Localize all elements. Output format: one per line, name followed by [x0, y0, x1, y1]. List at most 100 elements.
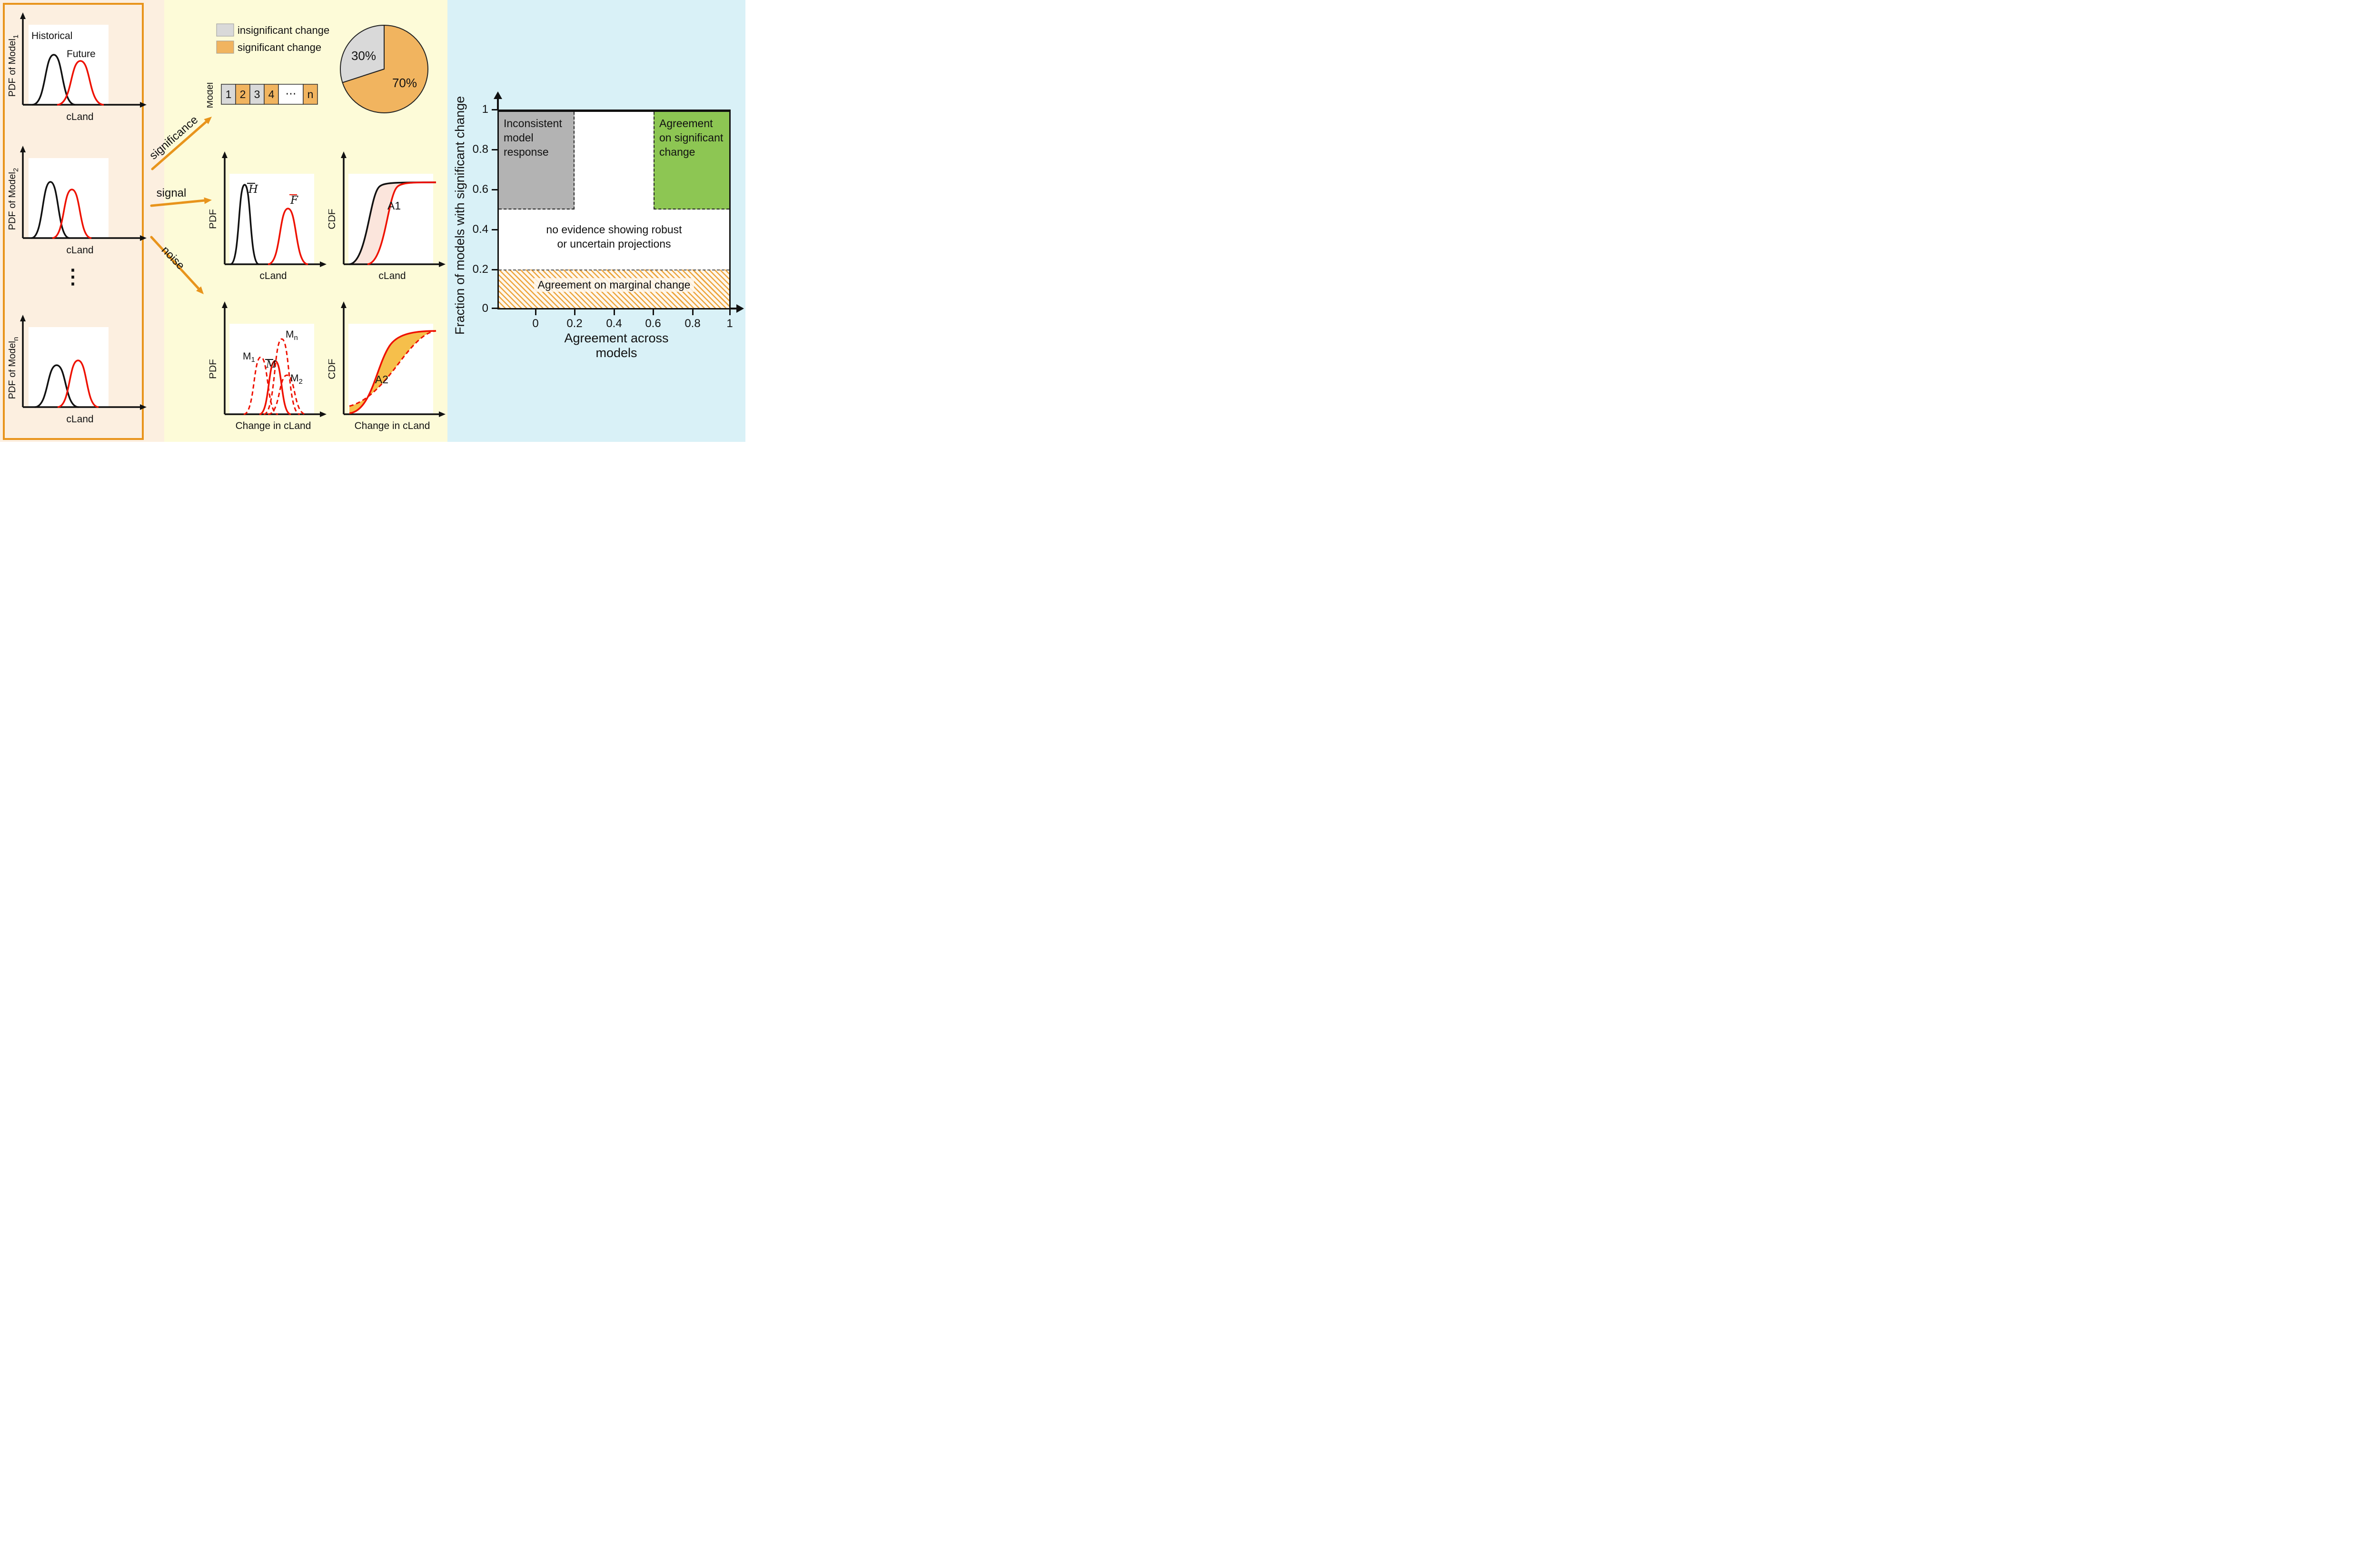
- model-box-dots: [278, 84, 304, 105]
- significance-arrowhead-icon: [204, 117, 212, 124]
- x-axis-arrow-icon: [140, 404, 147, 410]
- models-ellipsis: ⋮: [63, 265, 83, 288]
- y-axis-arrow-icon: [341, 301, 347, 308]
- noise-arrowhead-icon: [196, 286, 204, 294]
- x-axis-label: Change in cLand: [355, 420, 430, 431]
- x-tick: [535, 309, 536, 315]
- mean-future-curve: [268, 208, 308, 265]
- x-axis-arrow-icon: [320, 411, 327, 417]
- y-tick: [492, 269, 497, 270]
- y-tick: [492, 109, 497, 110]
- x-axis-label: cLand: [378, 270, 406, 281]
- x-axis-arrow-icon: [140, 102, 147, 108]
- signal-pdf-plot: H F cLand PDF: [209, 151, 327, 281]
- legend-swatch-significant: [216, 40, 234, 54]
- model-axis-label: Model: [207, 82, 215, 108]
- x-tick-label: 0.4: [606, 317, 622, 330]
- pdf-plot-model-1: Historical Future cLand PDF of Model1: [9, 12, 147, 122]
- y-axis-label: PDF: [209, 209, 218, 229]
- y-axis-arrow-icon: [493, 91, 502, 99]
- inconsistent-region: Inconsistent model response: [499, 112, 575, 209]
- x-axis-arrow-icon: [736, 304, 744, 313]
- y-axis-label: CDF: [328, 359, 337, 379]
- y-axis-label-main: PDF of Model: [9, 172, 18, 230]
- y-axis-label: PDF of Modeln: [9, 337, 20, 399]
- noise-arrow: [150, 236, 200, 290]
- y-tick-label: 0.4: [472, 223, 488, 236]
- y-tick: [492, 149, 497, 150]
- x-tick: [729, 309, 731, 315]
- model-box-n-label: n: [307, 88, 314, 100]
- signal-arrowhead-icon: [204, 197, 212, 204]
- future-label: Future: [67, 49, 96, 60]
- y-axis-arrow-icon: [20, 315, 26, 321]
- m2-label-sub: 2: [299, 378, 303, 386]
- a1-area: [349, 182, 436, 264]
- noise-cdf-plot: A2 Change in cLand CDF: [328, 301, 446, 431]
- x-tick: [574, 309, 575, 315]
- mn-label-sub: n: [294, 334, 298, 342]
- y-axis-extension: [496, 99, 499, 110]
- y-axis-arrow-icon: [20, 12, 26, 19]
- legend-label-insignificant: insignificant change: [238, 24, 329, 36]
- historical-curve: [32, 54, 76, 106]
- y-axis-label-sub: 1: [12, 35, 20, 39]
- y-axis-arrow-icon: [20, 146, 26, 152]
- historical-curve: [34, 364, 79, 408]
- future-cdf-curve: [367, 181, 436, 265]
- significance-arrow: [151, 120, 208, 170]
- x-tick-label: 0.8: [684, 317, 701, 330]
- significance-legend-block: insignificant change significant change …: [207, 23, 329, 108]
- agreement-x-axis-label: Agreement across models: [564, 331, 669, 360]
- model-change-cdf-curve: [349, 330, 436, 407]
- a1-label: A1: [387, 199, 401, 212]
- a2-area: [349, 331, 436, 413]
- pdf-plot-model-n: cLand PDF of Modeln: [9, 315, 147, 425]
- x-tick: [613, 309, 615, 315]
- plot-background: [29, 158, 109, 238]
- significance-pie-chart: 30% 70%: [340, 25, 428, 113]
- no-evidence-label: no evidence showing robust or uncertain …: [499, 223, 729, 251]
- flow-arrows: significance signal noise: [147, 113, 212, 294]
- y-tick-label: 1: [482, 103, 488, 116]
- future-curve: [52, 189, 92, 239]
- model-box-4-label: 4: [268, 88, 275, 100]
- x-axis-arrow-icon: [439, 411, 446, 417]
- y-axis-label-main: PDF of Model: [9, 341, 18, 399]
- mean-change-cdf-curve: [349, 330, 436, 414]
- future-curve: [57, 359, 99, 408]
- legend-swatch-insignificant: [216, 23, 234, 37]
- no-evidence-line1: no evidence showing robust: [546, 223, 682, 236]
- y-axis-label: PDF: [209, 359, 218, 379]
- pie-label-30: 30%: [351, 49, 376, 63]
- m2-curve: [268, 374, 307, 415]
- agreement-significant-region-label: Agreement on significant change: [659, 117, 724, 158]
- mn-label: Mn: [286, 329, 298, 342]
- a2-label: A2: [375, 373, 388, 386]
- significance-arrow-label: significance: [147, 113, 200, 162]
- agreement-chart: Inconsistent model response Agreement on…: [497, 110, 731, 309]
- noise-pdf-plot: M1 Mn M M2 Change in cLand PDF: [209, 301, 327, 431]
- pie-label-70: 70%: [392, 76, 417, 90]
- x-axis-arrow-icon: [320, 261, 327, 267]
- signal-arrow: [150, 199, 206, 207]
- agreement-significant-region: Agreement on significant change: [654, 112, 729, 209]
- model-box-3-label: 3: [254, 88, 260, 100]
- m2-label: M2: [290, 373, 303, 386]
- mean-historical-curve: [230, 184, 259, 265]
- y-tick-label: 0.2: [472, 263, 488, 276]
- x-axis-label: cLand: [66, 111, 93, 122]
- marginal-change-region: Agreement on marginal change: [499, 269, 729, 308]
- x-tick: [692, 309, 694, 315]
- model-box-4: [264, 84, 279, 105]
- pie-slice-significant: [342, 25, 428, 113]
- y-axis-label: PDF of Model1: [9, 35, 20, 97]
- pie-slice-insignificant: [340, 25, 385, 83]
- y-axis-label: CDF: [328, 209, 337, 229]
- m1-label-sub: 1: [251, 356, 255, 364]
- left-panel-border: [3, 3, 144, 440]
- signal-cdf-plot: A1 cLand CDF: [328, 151, 446, 281]
- y-axis-arrow-icon: [222, 151, 228, 158]
- y-axis-label-main: PDF of Model: [9, 39, 18, 97]
- x-axis-label: cLand: [259, 270, 287, 281]
